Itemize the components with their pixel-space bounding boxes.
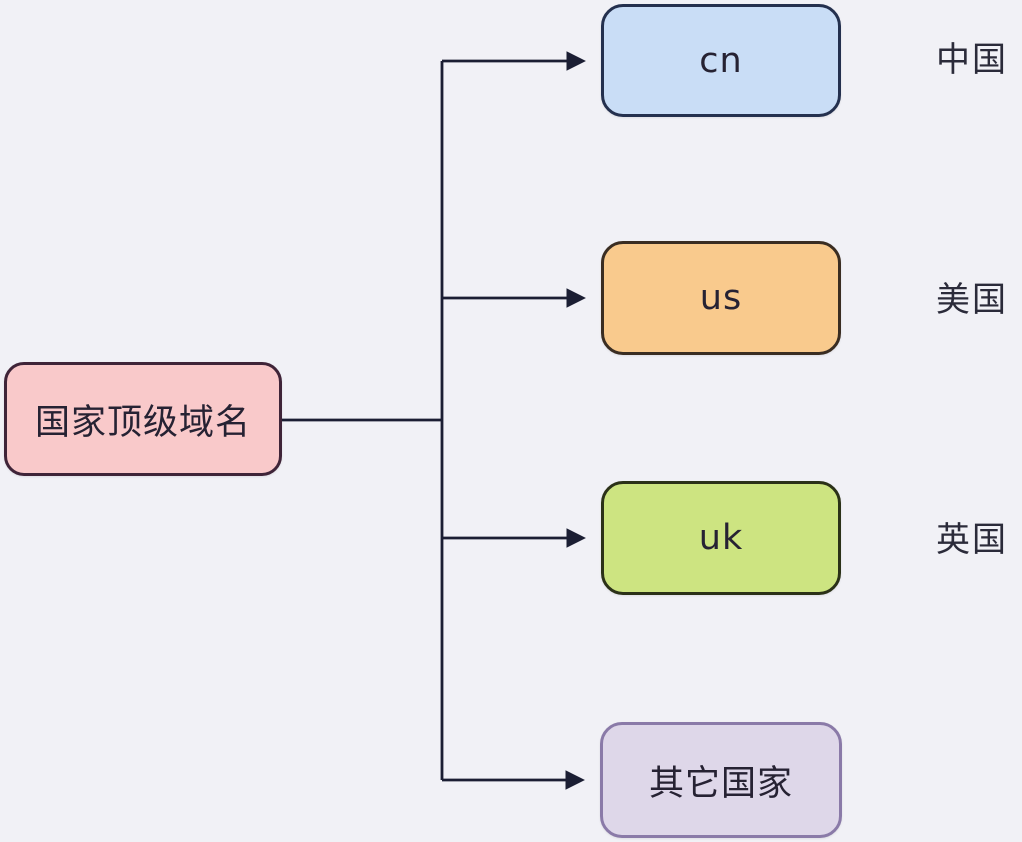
country-label-uk: 英国 [936,520,1008,560]
country-label-china: 中国 [936,40,1008,80]
node-cn-label: cn [699,40,743,81]
node-uk-label: uk [698,518,744,558]
node-other-countries: 其它国家 [600,722,842,838]
node-other-countries-label: 其它国家 [648,763,793,804]
root-node-label: 国家顶级域名 [34,402,251,443]
node-cn: cn [601,4,841,117]
root-node-country-tld: 国家顶级域名 [4,362,282,476]
node-us: us [601,241,841,355]
node-us-label: us [699,278,743,318]
node-uk: uk [601,481,841,595]
country-label-usa: 美国 [936,280,1008,320]
